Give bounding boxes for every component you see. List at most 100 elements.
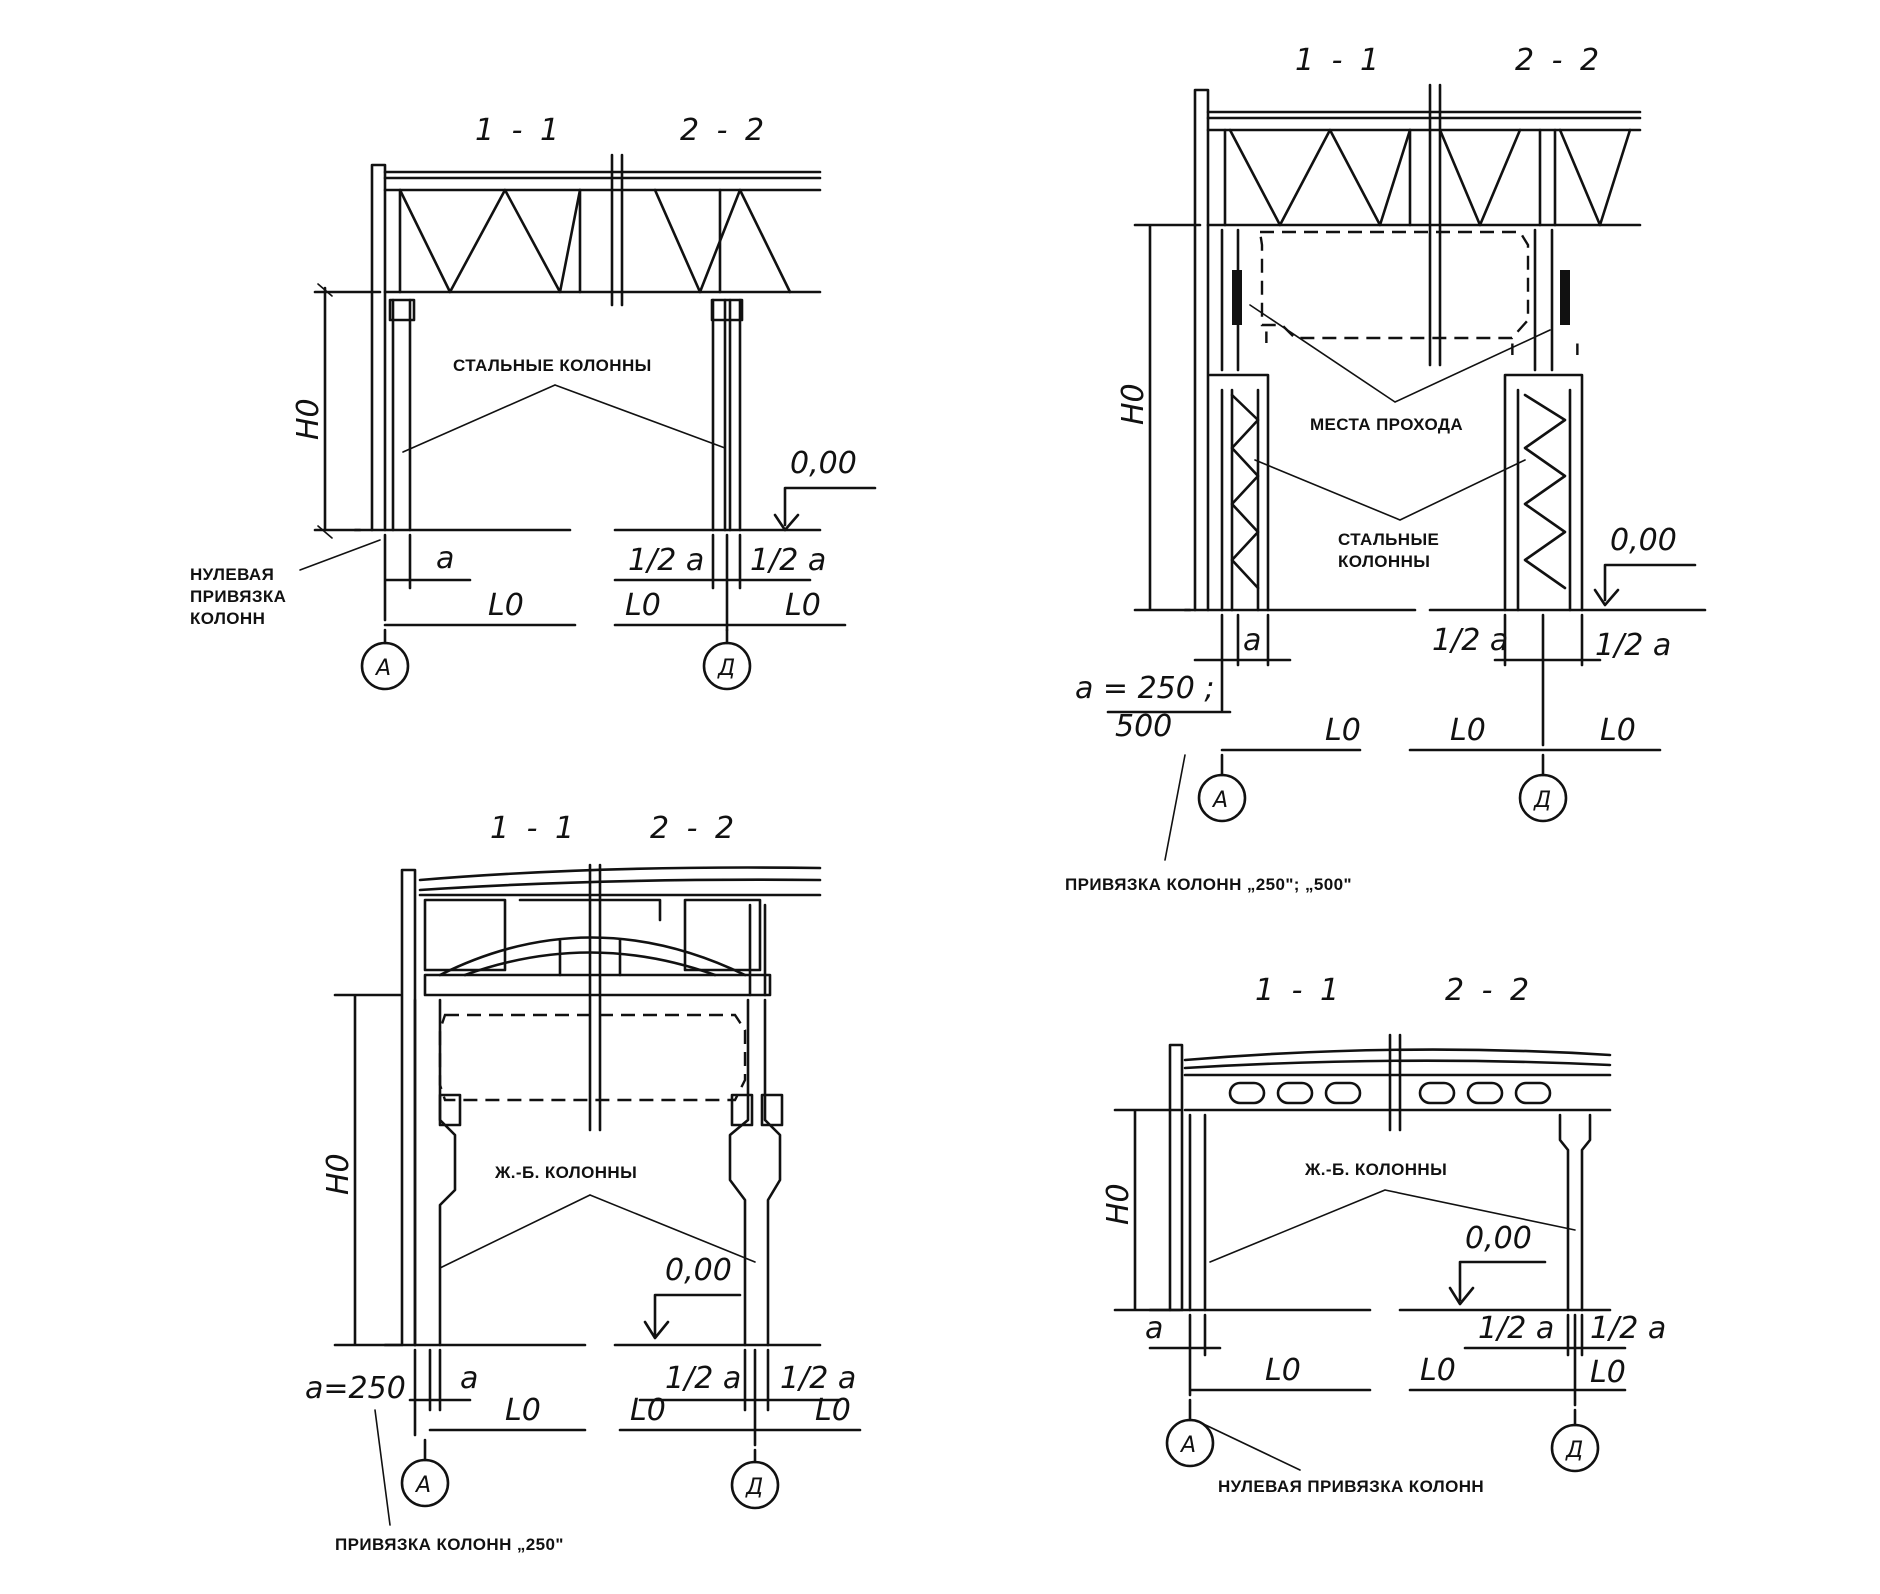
leader-steel-columns (1254, 459, 1526, 521)
height-dimension (1113, 1108, 1182, 1312)
rc-columns-label: Ж.-Б. КОЛОННЫ (1304, 1160, 1447, 1179)
lattice-right (1523, 393, 1567, 590)
truss-diagonals (398, 188, 792, 294)
section-label-1-1: 1 - 1 (1295, 43, 1383, 78)
truss-verticals (398, 188, 722, 294)
zero-tie-label-3: КОЛОНН (190, 609, 265, 628)
left-column-inner (391, 298, 412, 532)
section-label-1-1: 1 - 1 (475, 113, 563, 148)
level-label: 0,00 (665, 1253, 732, 1288)
truss-chords (1206, 110, 1642, 227)
axis-marker-a (1165, 1418, 1215, 1468)
truss-arch (438, 936, 747, 977)
left-crane-beam (438, 1093, 462, 1127)
leader-rc-columns (1209, 1189, 1576, 1263)
span-label-left: L0 (505, 1393, 541, 1428)
truss-verticals (1223, 128, 1557, 227)
crane-rail-right: I (1575, 340, 1580, 359)
left-rc-column (1188, 1113, 1207, 1312)
right-column-cap (710, 298, 744, 322)
level-mark (773, 486, 877, 532)
axis-marker-d (702, 641, 752, 691)
lower-column-right (1503, 373, 1584, 612)
crane-rail-mid: I (1510, 340, 1515, 359)
span-label-right: L0 (1590, 1355, 1626, 1390)
right-crane-beam-2 (760, 1093, 784, 1127)
right-column (711, 298, 742, 532)
span-label-mid: L0 (1420, 1353, 1456, 1388)
axis-label-a: А (414, 1473, 431, 1498)
section-label-2-2: 2 - 2 (650, 811, 738, 846)
tie-250-500-label: ПРИВЯЗКА КОЛОНН „250"; „500" (1065, 875, 1352, 894)
panel-rc-tie-250: 1 - 1 2 - 2 H0 Ж.-Б. КОЛОННЫ 0,00 a=250 … (305, 811, 862, 1554)
half-offset-dimensions (1408, 1313, 1627, 1407)
height-dimension (333, 993, 402, 1347)
axis-label-d: Д (717, 656, 735, 681)
axis-marker-a (1197, 773, 1247, 823)
right-crane-beam-1 (730, 1093, 754, 1127)
steel-columns-label: СТАЛЬНЫЕ КОЛОННЫ (453, 356, 652, 375)
half-offset-dimensions (618, 1348, 862, 1447)
panel-rc-zero-tie: 1 - 1 2 - 2 H0 Ж.-Б. КОЛОННЫ 0,00 a L0 1… (1101, 973, 1666, 1496)
level-mark (643, 1293, 742, 1340)
offset-label: a (1145, 1311, 1163, 1346)
passages-label: МЕСТА ПРОХОДА (1310, 415, 1463, 434)
crane-rail-left: I (1264, 328, 1269, 347)
level-mark (1593, 563, 1697, 607)
axis-label-a: А (374, 656, 391, 681)
right-column-head (748, 903, 767, 997)
steel-columns-label-2: КОЛОННЫ (1338, 552, 1430, 571)
tie-250-label: ПРИВЯЗКА КОЛОНН „250" (335, 1535, 564, 1554)
section-label-2-2: 2 - 2 (680, 113, 768, 148)
panel-steel-passages: 1 - 1 2 - 2 I I I H0 МЕСТА ПРОХОДА СТАЛЬ… (1065, 43, 1707, 894)
height-label: H0 (1101, 1183, 1136, 1225)
offset-dimensions (1193, 613, 1292, 712)
half-offset-dimensions (1408, 613, 1662, 752)
truss-chords (383, 170, 822, 294)
tie-value-label-2: 500 (1115, 709, 1172, 744)
section-label-1-1: 1 - 1 (490, 811, 578, 846)
span-label-right: L0 (815, 1393, 851, 1428)
axis-label-a: А (1211, 788, 1228, 813)
axis-label-d: Д (1565, 1438, 1583, 1463)
level-mark (1448, 1260, 1547, 1306)
half-offset-label-right: 1/2 a (1590, 1311, 1666, 1346)
lower-column-left (1208, 373, 1270, 612)
break-line (1388, 1033, 1402, 1132)
section-label-2-2: 2 - 2 (1445, 973, 1533, 1008)
span-label-left: L0 (1265, 1353, 1301, 1388)
offset-label: a (1243, 623, 1261, 658)
level-label: 0,00 (790, 446, 857, 481)
left-rc-column (413, 998, 457, 1347)
axis-label-a: А (1179, 1433, 1196, 1458)
left-column-cap (388, 298, 416, 322)
axis-marker-d (1550, 1423, 1600, 1473)
section-label-2-2: 2 - 2 (1515, 43, 1603, 78)
outer-wall (400, 868, 417, 1347)
level-label: 0,00 (1610, 523, 1677, 558)
half-offset-label-left: 1/2 a (1432, 623, 1508, 658)
zero-tie-label: НУЛЕВАЯ ПРИВЯЗКА КОЛОНН (1218, 1477, 1484, 1496)
height-label: H0 (1116, 383, 1151, 425)
axis-marker-a (360, 641, 410, 691)
half-offset-label-left: 1/2 a (1478, 1311, 1554, 1346)
steel-columns-label-1: СТАЛЬНЫЕ (1338, 530, 1439, 549)
left-column-outer (370, 163, 387, 532)
break-line (588, 863, 602, 1132)
outer-column (1193, 88, 1210, 612)
truss-bottom-chord (423, 973, 772, 997)
axis-marker-d (730, 1460, 780, 1510)
roof-line (418, 866, 822, 897)
span-label-mid: L0 (625, 588, 661, 623)
tie-value-label-1: a = 250 ; (1075, 671, 1215, 706)
offset-label: a (460, 1361, 478, 1396)
height-label: H0 (291, 398, 326, 440)
zero-tie-label-1: НУЛЕВАЯ (190, 565, 274, 584)
leader-steel-columns (402, 384, 726, 453)
panel-steel-zero-tie: 1 - 1 2 - 2 H0 СТАЛЬНЫЕ КОЛОННЫ 0,00 a L… (190, 113, 877, 691)
break-line (1428, 83, 1442, 367)
span-label-mid: L0 (1450, 713, 1486, 748)
tie-dimension-lines (1106, 710, 1362, 752)
